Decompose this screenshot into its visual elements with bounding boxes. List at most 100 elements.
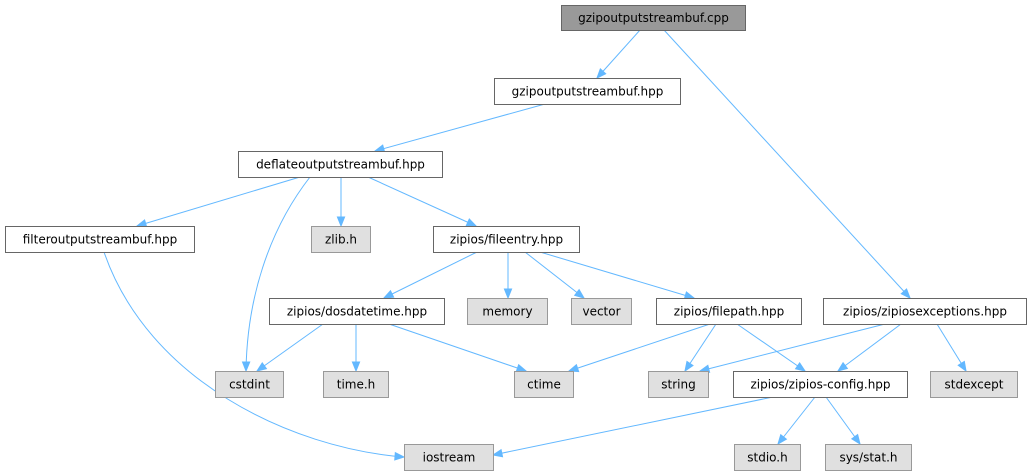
node-label: gzipoutputstreambuf.hpp [512,85,664,99]
node-gzipoutputstreambuf-hpp[interactable]: gzipoutputstreambuf.hpp [494,78,681,105]
arrow-head-icon [683,291,696,300]
node-label: zipios/dosdatetime.hpp [287,305,427,319]
node-label: deflateoutputstreambuf.hpp [256,158,425,172]
node-box [733,371,908,398]
arrow-head-icon [900,288,911,299]
node-string: string [648,371,709,398]
edge-line [736,323,806,372]
edge-fileentry_hpp-to-filepath_hpp [539,251,696,300]
arrow-head-icon [135,219,148,228]
edge-gzipoutputstreambuf_cpp-to-gzipoutputstreambuf_hpp [596,29,641,80]
node-zipios-config-hpp[interactable]: zipios/zipios-config.hpp [733,371,908,398]
edge-deflateoutputstreambuf_hpp-to-zlib_h [336,177,346,228]
arrow-head-icon [336,216,346,228]
node-iostream: iostream [404,444,494,471]
edge-line [245,176,311,372]
arrow-head-icon [382,289,395,299]
edge-line [492,396,774,456]
edge-line [367,176,477,227]
node-zipiosexceptions-hpp[interactable]: zipios/zipiosexceptions.hpp [823,298,1027,325]
edge-line [596,29,641,79]
edge-fileentry_hpp-to-dosdatetime_hpp [382,251,478,299]
edge-line [103,251,405,458]
edge-line [777,396,816,445]
node-box [656,298,802,325]
node-label: zipios/zipios-config.hpp [750,378,890,392]
node-ctime: ctime [514,371,574,398]
node-box [311,226,371,253]
edge-line [374,103,546,152]
node-label: vector [582,305,620,319]
edge-fileentry_hpp-to-vector [524,251,586,299]
edge-line [568,323,711,372]
arrow-head-icon [596,68,607,80]
node-deflateoutputstreambuf-hpp[interactable]: deflateoutputstreambuf.hpp [238,151,443,178]
node-vector: vector [571,298,632,325]
node-box [323,371,389,398]
node-box [648,371,709,398]
node-box [514,371,574,398]
node-box [571,298,632,325]
node-label: string [661,378,695,392]
arrow-head-icon [503,288,513,300]
node-label: zipios/filepath.hpp [674,305,784,319]
node-label: time.h [337,378,376,392]
node-label: memory [482,305,532,319]
edge-filepath_hpp-to-zipios_config_hpp [736,323,807,372]
edge-line [256,323,324,372]
node-label: stdexcept [945,378,1004,392]
node-box [494,78,681,105]
edge-line [699,323,886,372]
edge-line [136,176,301,227]
node-label: filteroutputstreambuf.hpp [23,233,178,247]
edge-zipiosexceptions_hpp-to-string [698,323,886,373]
arrow-head-icon [241,361,251,373]
node-box [269,298,445,325]
node-label: cstdint [229,378,270,392]
node-box [5,226,195,253]
node-dosdatetime-hpp[interactable]: zipios/dosdatetime.hpp [269,298,445,325]
node-label: ctime [527,378,561,392]
edge-deflateoutputstreambuf_hpp-to-fileentry_hpp [367,176,478,227]
node-box [561,5,746,31]
arrow-head-icon [491,448,504,458]
node-gzipoutputstreambuf-cpp: gzipoutputstreambuf.cpp [561,5,746,31]
edge-fileentry_hpp-to-memory [503,252,513,300]
edge-zipios_config_hpp-to-stdio_h [777,396,816,446]
node-label: gzipoutputstreambuf.cpp [578,11,729,25]
edge-gzipoutputstreambuf_hpp-to-deflateoutputstreambuf_hpp [373,103,546,153]
edge-zipios_config_hpp-to-iostream [491,396,774,458]
arrow-head-icon [573,288,586,299]
node-sys-stat-h: sys/stat.h [825,444,912,471]
arrow-head-icon [567,363,580,373]
edge-filepath_hpp-to-string [684,323,717,373]
arrow-head-icon [465,218,478,227]
node-zlib-h: zlib.h [311,226,371,253]
node-memory: memory [467,298,548,325]
arrow-head-icon [515,363,528,373]
edge-zipiosexceptions_hpp-to-zipios_config_hpp [836,323,902,372]
edge-zipiosexceptions_hpp-to-stdexcept [936,323,967,373]
edge-dosdatetime_hpp-to-ctime [388,323,528,373]
arrow-head-icon [394,451,406,461]
node-time-h: time.h [323,371,389,398]
edge-zipios_config_hpp-to-sys_stat_h [825,396,861,446]
node-filteroutputstreambuf-hpp[interactable]: filteroutputstreambuf.hpp [5,226,195,253]
arrow-head-icon [777,433,788,446]
edge-deflateoutputstreambuf_hpp-to-cstdint [241,176,311,373]
edge-line [388,323,527,372]
arrow-head-icon [684,360,694,373]
node-label: stdio.h [747,451,787,465]
arrow-head-icon [794,362,807,372]
node-stdexcept: stdexcept [930,371,1018,398]
edge-dosdatetime_hpp-to-time_h [351,324,361,373]
node-box [404,444,494,471]
edge-line [825,396,861,445]
nodes-layer: gzipoutputstreambuf.cpp gzipoutputstreamb… [5,5,1027,471]
node-label: iostream [423,451,476,465]
node-fileentry-hpp[interactable]: zipios/fileentry.hpp [433,226,580,253]
node-filepath-hpp[interactable]: zipios/filepath.hpp [656,298,802,325]
edge-deflateoutputstreambuf_hpp-to-filteroutputstreambuf_hpp [135,176,301,228]
node-box [825,444,912,471]
